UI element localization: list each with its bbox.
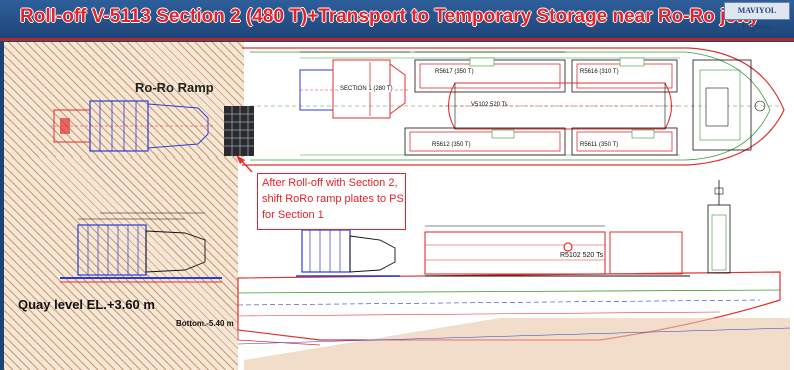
quay-level-label: Quay level EL.+3.60 m <box>18 297 155 312</box>
note-line-1: After Roll-off with Section 2, <box>262 177 398 189</box>
center-module-label: V5102 520 Ts <box>471 102 508 108</box>
module-label-r5617: R5617 (350 T) <box>435 69 474 75</box>
ship-elevation-hull <box>237 180 791 370</box>
section-1-label: SECTION 1 (280 T) <box>340 86 393 92</box>
ramp-plates <box>224 106 254 156</box>
module-label-r5616: R5616 (310 T) <box>580 69 619 75</box>
ship-plan-view <box>242 47 785 166</box>
note-line-3: for Section 1 <box>262 209 324 221</box>
ro-ro-ramp-label: Ro-Ro Ramp <box>135 80 214 95</box>
slide-title: Roll-off V-5113 Section 2 (480 T)+Transp… <box>20 6 760 27</box>
note-line-2: shift RoRo ramp plates to PS <box>262 193 404 205</box>
roll-off-note: After Roll-off with Section 2, shift RoR… <box>257 173 406 230</box>
section-1-vessel-plan <box>299 59 410 119</box>
elevation-module-label: R5102 520 Ts <box>560 252 604 259</box>
left-border <box>0 42 4 370</box>
title-bar <box>0 0 794 42</box>
center-vessel-plan <box>440 82 680 130</box>
callout-arrow <box>236 155 253 173</box>
section-1-elevation <box>296 229 400 277</box>
company-logo: MAVIYOL Logistics <box>724 2 790 31</box>
lower-modules <box>404 127 678 156</box>
title-underline <box>0 38 794 41</box>
section-2-plan-on-quay <box>50 100 215 152</box>
bottom-level-label: Bottom.-5.40 m <box>176 319 234 328</box>
section-2-elevation-on-quay <box>60 224 222 283</box>
quay-area-bottom <box>4 157 238 370</box>
center-module-elevation <box>424 231 690 277</box>
module-label-r5611: R5611 (350 T) <box>580 142 619 148</box>
module-label-r5612: R5612 (350 T) <box>432 142 471 148</box>
upper-modules <box>414 57 678 93</box>
